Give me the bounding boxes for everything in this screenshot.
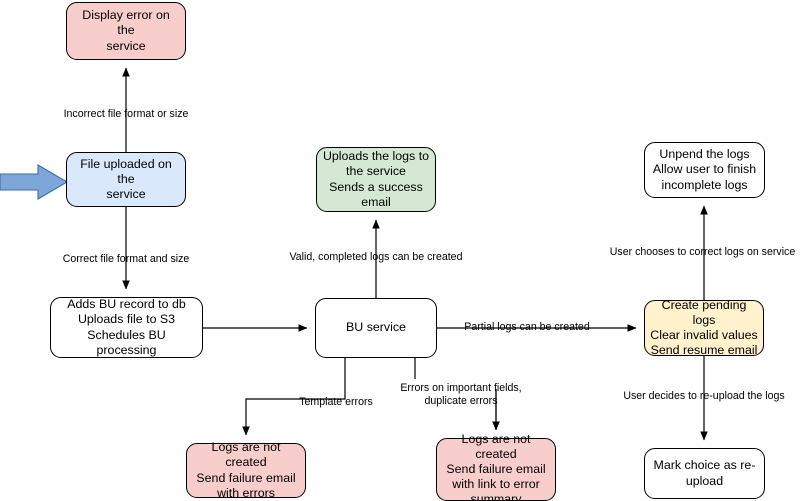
edge-label-incorrect-file-format: Incorrect file format or size — [63, 108, 189, 120]
edge-label-user-chooses-to-correct-logs: User chooses to correct logs on service — [609, 246, 796, 258]
node-logs-not-created-with-link[interactable]: Logs are not created Send failure email … — [436, 432, 556, 501]
edge-label-partial-logs: Partial logs can be created — [464, 321, 590, 333]
node-mark-choice-as-reupload[interactable]: Mark choice as re- upload — [644, 448, 765, 499]
node-adds-bu-record[interactable]: Adds BU record to db Uploads file to S3 … — [50, 297, 203, 358]
node-file-uploaded-on-the-service[interactable]: File uploaded on the service — [66, 152, 186, 207]
node-create-pending-logs[interactable]: Create pending logs Clear invalid values… — [644, 298, 764, 357]
edge-label-errors-on-important-fields: Errors on important fields, duplicate er… — [400, 382, 522, 407]
edge-label-valid-completed-logs: Valid, completed logs can be created — [289, 251, 463, 263]
edge-label-template-errors: Template errors — [299, 396, 373, 408]
node-logs-not-created-with-errors[interactable]: Logs are not created Send failure email … — [186, 440, 306, 500]
start-arrow-icon — [0, 164, 69, 200]
node-display-error[interactable]: Display error on the service — [66, 2, 186, 60]
node-unpend-the-logs[interactable]: Unpend the logs Allow user to finish inc… — [644, 142, 765, 198]
node-uploads-the-logs[interactable]: Uploads the logs to the service Sends a … — [316, 147, 436, 212]
node-bu-service[interactable]: BU service — [315, 298, 437, 358]
edge-label-user-decides-to-reupload: User decides to re-upload the logs — [623, 390, 785, 402]
edge-label-correct-file-format: Correct file format and size — [62, 253, 190, 265]
